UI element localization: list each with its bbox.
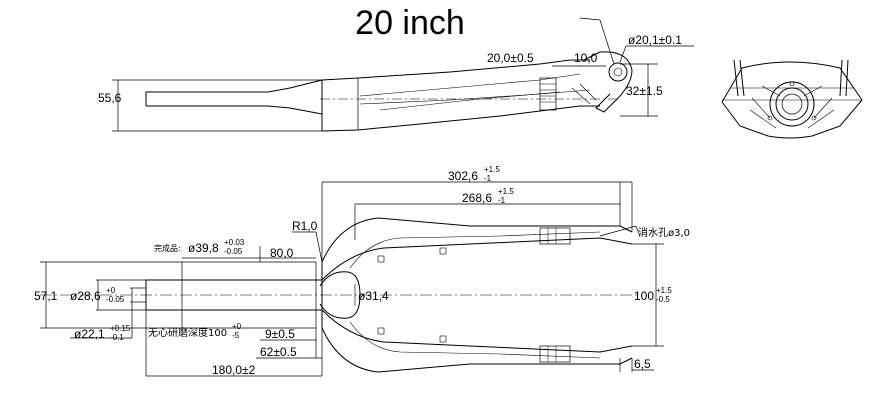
drawing-title: 20 inch bbox=[355, 4, 465, 42]
vent-hole-label: 消水孔ø3,0 bbox=[638, 226, 690, 239]
offset-62-label: 62±0.5 bbox=[260, 345, 297, 359]
grind-depth-dim: 无心研磨深度100 +0 -5 bbox=[148, 322, 242, 340]
steerer-id-tol-upper: +0.15 bbox=[110, 324, 131, 333]
grind-tol-upper: +0 bbox=[232, 322, 242, 331]
axle-tol-lower: -0.5 bbox=[656, 295, 670, 304]
side-view bbox=[112, 17, 694, 132]
total-length-dim: 302,6 +1.5 -1 bbox=[448, 165, 500, 183]
grind-tol-lower: -5 bbox=[232, 331, 240, 340]
race-length-label: 80,0 bbox=[270, 246, 294, 260]
blade-length-dim: 268,6 +1.5 -1 bbox=[462, 187, 514, 205]
total-length-label: 302,6 bbox=[448, 169, 478, 183]
total-length-tol-lower: -1 bbox=[484, 174, 492, 183]
end-width-label: 10,0 bbox=[574, 51, 598, 65]
end-view bbox=[721, 59, 863, 139]
crown-race-diameter: ø39,8 bbox=[188, 241, 219, 255]
axle-tol-upper: +1.5 bbox=[656, 286, 672, 295]
blade-length-tol-lower: -1 bbox=[498, 196, 506, 205]
steerer-length-label: 180,0±2 bbox=[212, 363, 256, 377]
blade-length-label: 268,6 bbox=[462, 191, 492, 205]
total-length-tol-upper: +1.5 bbox=[484, 165, 500, 174]
steerer-id-dim: ø22,1 +0.15 -0.1 bbox=[74, 324, 131, 342]
steerer-od-dim: ø28,6 +0 -0.05 bbox=[70, 286, 125, 304]
side-height-label: 55,6 bbox=[98, 91, 122, 105]
crown-bore-label: ø31,4 bbox=[358, 289, 389, 303]
blade-length-tol-upper: +1.5 bbox=[498, 187, 514, 196]
dropout-height-label: 32±1.5 bbox=[626, 84, 663, 98]
slot-width-label: 20,0±0.5 bbox=[487, 51, 534, 65]
tip-width-label: 6,5 bbox=[634, 357, 651, 371]
steerer-od-tol-lower: -0.05 bbox=[106, 295, 125, 304]
finished-prefix: 完成品: bbox=[154, 243, 181, 253]
radius-label: R1,0 bbox=[292, 219, 318, 233]
grind-depth-label: 无心研磨深度100 bbox=[148, 326, 227, 339]
axle-spacing-dim: 100 +1.5 -0.5 bbox=[634, 286, 672, 304]
dropout-hole-label: ø20,1±0.1 bbox=[628, 33, 682, 47]
steerer-od-tol-upper: +0 bbox=[106, 286, 116, 295]
steerer-id-label: ø22,1 bbox=[74, 327, 105, 341]
offset-9-label: 9±0.5 bbox=[265, 327, 295, 341]
top-view bbox=[40, 181, 664, 377]
crown-race-dim: 完成品: ø39,8 +0.03 -0.05 bbox=[154, 238, 245, 256]
steerer-id-tol-lower: -0.1 bbox=[110, 333, 124, 342]
steerer-od-label: ø28,6 bbox=[70, 289, 101, 303]
crown-race-tol-lower: -0.05 bbox=[224, 247, 243, 256]
axle-spacing-label: 100 bbox=[634, 289, 654, 303]
crown-race-tol-upper: +0.03 bbox=[224, 238, 245, 247]
steerer-od-left-label: 57,1 bbox=[34, 289, 58, 303]
